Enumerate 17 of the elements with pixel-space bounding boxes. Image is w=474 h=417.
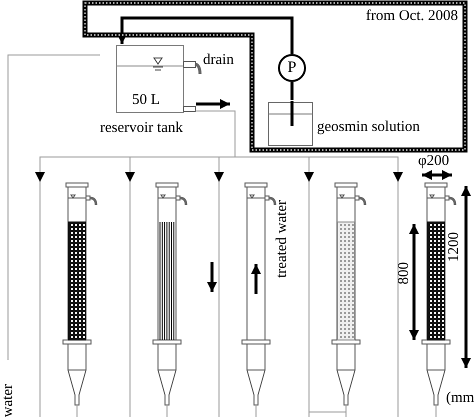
dosing-area-outline	[82, 0, 468, 153]
dimension-label: 800	[396, 262, 412, 284]
pipe	[117, 16, 294, 54]
tank-label: reservoir tank	[100, 120, 183, 136]
flow-label: treated water	[274, 200, 290, 278]
dimension-label: φ200	[418, 153, 450, 169]
pump-symbol: P	[278, 54, 306, 82]
volume-label: 50 L	[132, 92, 160, 108]
unit-label: (mm	[446, 390, 474, 406]
container-label: geosmin solution	[317, 119, 420, 135]
area-label: from Oct. 2008	[366, 8, 458, 24]
dimension-label: 1200	[446, 232, 462, 262]
feed-line	[200, 110, 403, 182]
feed-line	[8, 54, 100, 360]
outlet-label: drain	[203, 52, 234, 68]
inflow-label: water	[0, 360, 16, 417]
pipe	[290, 82, 294, 100]
